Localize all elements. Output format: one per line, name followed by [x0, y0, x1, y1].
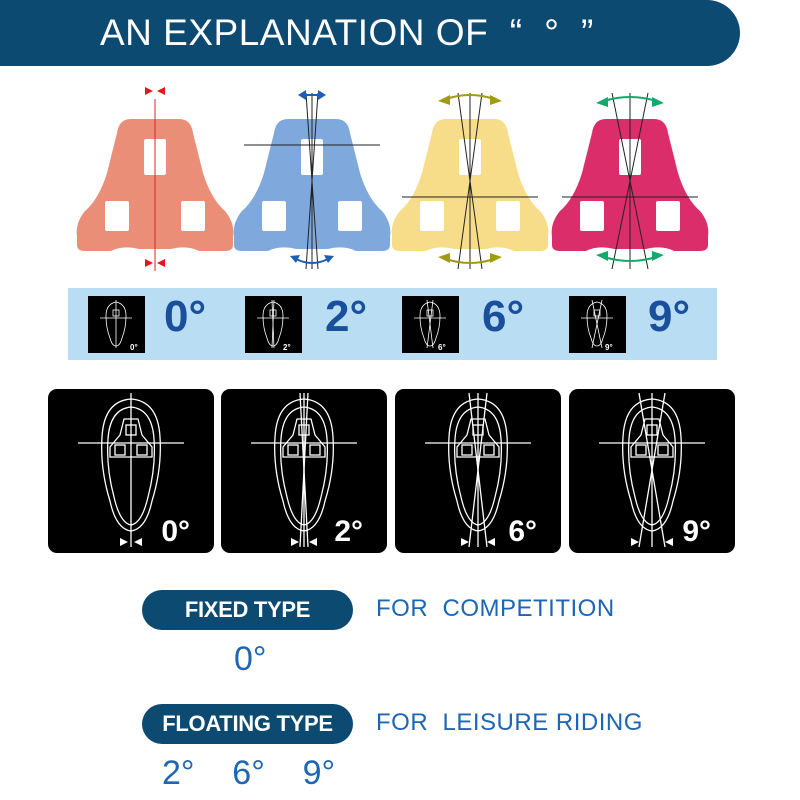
- svg-text:9°: 9°: [605, 343, 613, 352]
- strip-angle-0: 0°: [164, 292, 207, 341]
- fixed-type-badge: FIXED TYPE: [142, 590, 353, 630]
- shoe-card-9: 9°: [569, 389, 735, 553]
- shoe-card-0: 0°: [48, 389, 214, 553]
- floating-type-purpose: FOR LEISURE RIDING: [376, 709, 643, 736]
- card-angle-6: 6°: [508, 515, 537, 548]
- mini-shoe-9-icon: 9°: [569, 296, 626, 353]
- green-double-arrow-icon: [596, 96, 664, 262]
- page-title: AN EXPLANATION OF “ ° ”: [100, 12, 594, 53]
- floating-type-badge: FLOATING TYPE: [142, 704, 353, 744]
- shoe-card-6: 6°: [395, 389, 561, 553]
- floating-type-angles: 2° 6° 9°: [162, 754, 336, 792]
- card-angle-0: 0°: [161, 515, 190, 548]
- shoe-sole-icon: [251, 392, 357, 548]
- cleat-2-degree: [233, 90, 391, 270]
- mini-shoe-2-icon: 2°: [245, 296, 302, 353]
- strip-angle-9: 9°: [648, 292, 691, 341]
- cleat-6-degree: [391, 92, 549, 270]
- degree-strip: 0° 0° 2° 2° 6° 6° 9° 9°: [68, 288, 717, 360]
- shoe-sole-icon: [599, 392, 705, 548]
- card-angle-2: 2°: [334, 515, 363, 548]
- shoe-sole-icon: [78, 393, 184, 547]
- shoe-card-2: 2°: [221, 389, 387, 553]
- strip-angle-2: 2°: [325, 292, 368, 341]
- fixed-type-purpose: FOR COMPETITION: [376, 595, 615, 622]
- cleat-0-degree: [76, 87, 234, 271]
- svg-text:6°: 6°: [438, 343, 446, 352]
- cleat-row: [76, 87, 709, 271]
- red-arrowheads-icon: [145, 87, 165, 267]
- title-banner: AN EXPLANATION OF “ ° ”: [0, 0, 740, 66]
- cleat-9-degree: [551, 92, 709, 270]
- olive-double-arrow-icon: [438, 94, 502, 264]
- mini-shoe-6-icon: 6°: [402, 296, 459, 353]
- svg-text:0°: 0°: [130, 343, 138, 352]
- mini-shoe-0-icon: 0°: [88, 296, 145, 353]
- blue-double-arrow-icon: [290, 90, 334, 264]
- strip-angle-6: 6°: [482, 292, 525, 341]
- fixed-type-angles: 0°: [234, 640, 267, 678]
- svg-text:2°: 2°: [283, 343, 291, 352]
- card-angle-9: 9°: [682, 515, 711, 548]
- shoe-sole-icon: [425, 392, 531, 548]
